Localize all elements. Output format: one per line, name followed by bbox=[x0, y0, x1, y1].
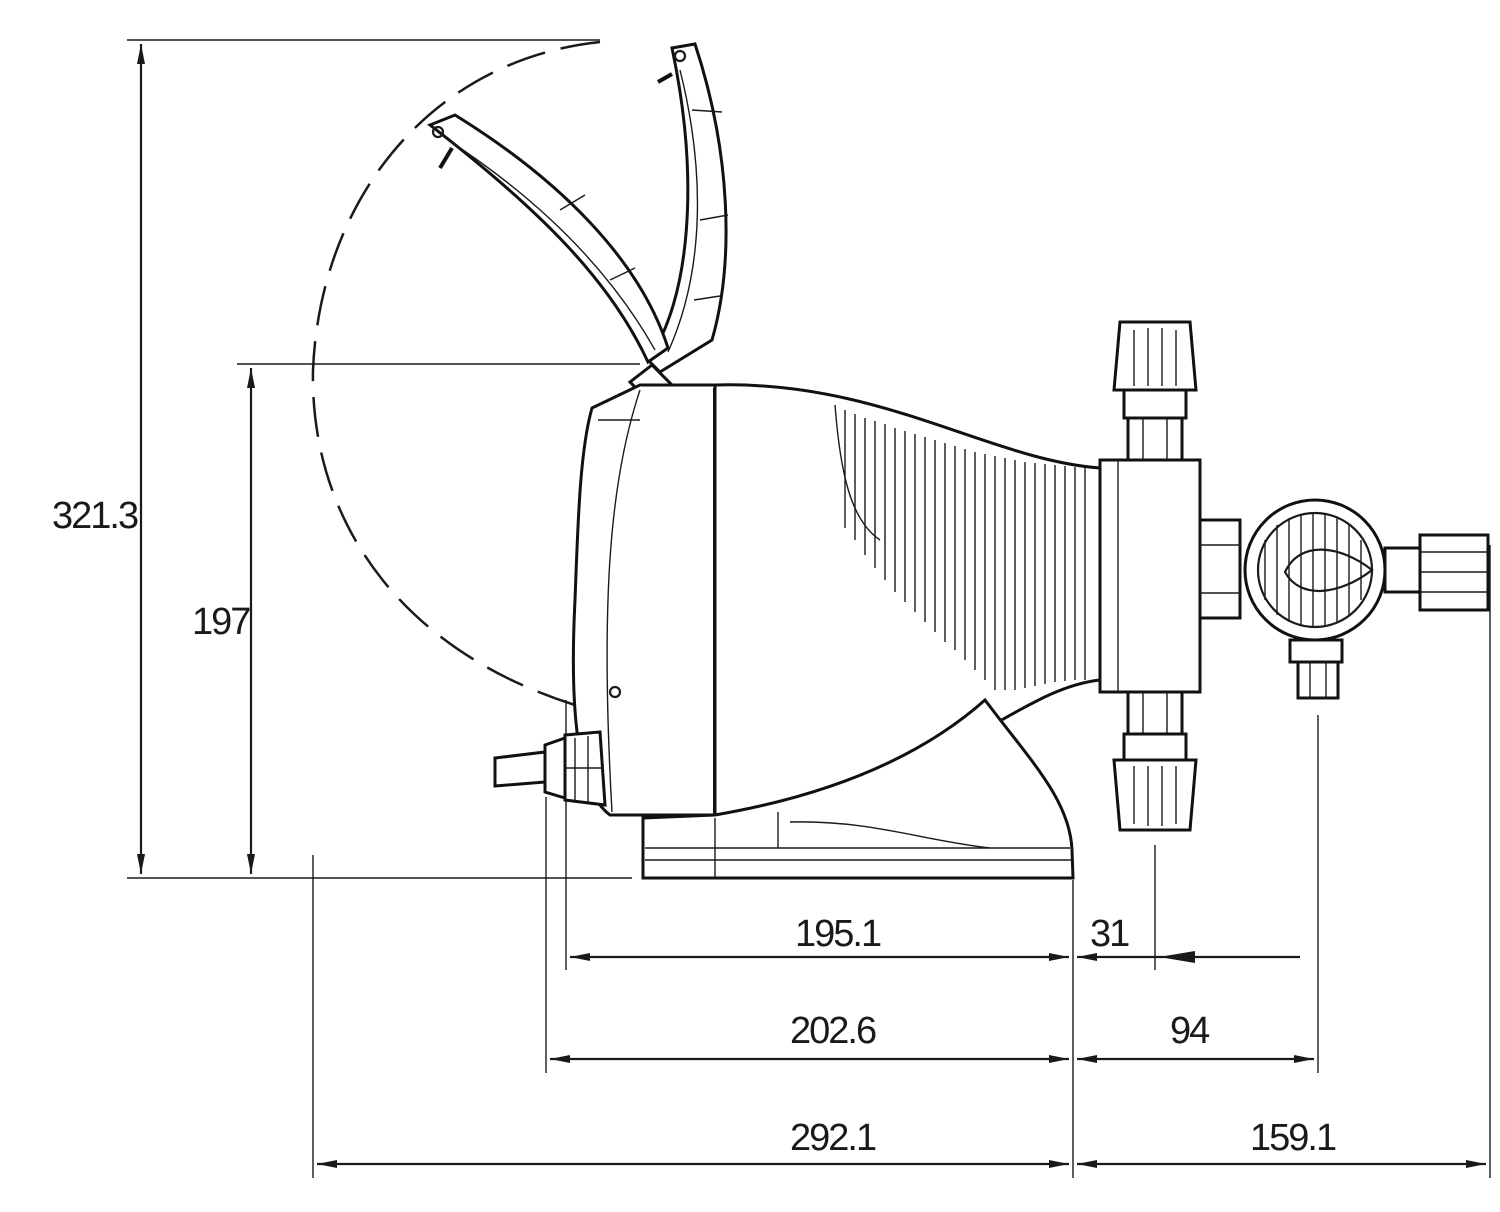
cover-swing-arc bbox=[311, 40, 601, 707]
pump-head-icon bbox=[1098, 320, 1242, 832]
dimension-lines bbox=[137, 44, 1486, 1168]
valve-fitting-icon bbox=[1243, 498, 1490, 700]
cable-gland-icon bbox=[493, 730, 607, 807]
pump-body-icon bbox=[571, 383, 1102, 880]
dim-cable-to-front: 202.6 bbox=[790, 1010, 876, 1052]
dim-head-offset: 31 bbox=[1090, 913, 1129, 955]
dim-total-right: 159.1 bbox=[1250, 1117, 1336, 1159]
open-cover-icon bbox=[427, 42, 729, 394]
dim-base-to-suction: 195.1 bbox=[795, 913, 881, 955]
dim-total-left: 292.1 bbox=[790, 1117, 876, 1159]
dim-body-height: 197 bbox=[192, 601, 250, 643]
dim-overall-height: 321.3 bbox=[52, 495, 138, 537]
dim-front-to-outlet: 94 bbox=[1170, 1010, 1210, 1052]
